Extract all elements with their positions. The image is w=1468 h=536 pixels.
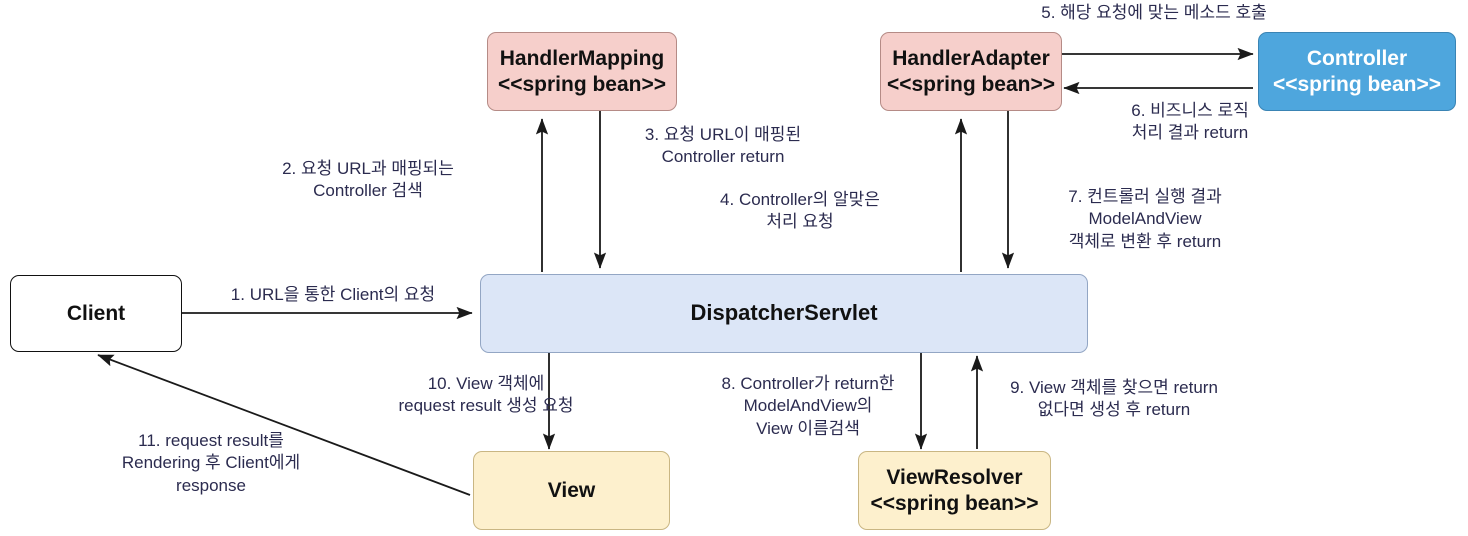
label-step-9: 9. View 객체를 찾으면 return 없다면 생성 후 return (1010, 378, 1218, 420)
label-step-7: 7. 컨트롤러 실행 결과 ModelAndView 객체로 변환 후 retu… (1068, 187, 1222, 251)
node-handler-adapter-title: HandlerAdapter (892, 46, 1050, 70)
label-step-4: 4. Controller의 알맞은 처리 요청 (720, 190, 880, 232)
node-dispatcher-servlet-label: DispatcherServlet (690, 300, 878, 326)
node-view-resolver-title: ViewResolver (886, 465, 1023, 489)
node-controller-title: Controller (1306, 46, 1408, 70)
node-controller[interactable]: Controller <<spring bean>> (1258, 32, 1456, 111)
node-client-label: Client (66, 301, 126, 325)
label-step-6: 6. 비즈니스 로직 처리 결과 return (1131, 101, 1249, 143)
node-view-label: View (547, 478, 596, 502)
label-step-11: 11. request result를 Rendering 후 Client에게… (121, 431, 301, 495)
node-client[interactable]: Client (10, 275, 182, 352)
label-step-3: 3. 요청 URL이 매핑된 Controller return (644, 125, 802, 167)
label-step-2: 2. 요청 URL과 매핑되는 Controller 검색 (282, 159, 454, 201)
node-handler-mapping-title: HandlerMapping (499, 46, 665, 70)
label-step-10: 10. View 객체에 request result 생성 요청 (398, 374, 574, 416)
node-handler-adapter-stereotype: <<spring bean>> (886, 72, 1056, 96)
node-view-resolver[interactable]: ViewResolver <<spring bean>> (858, 451, 1051, 530)
label-step-8: 8. Controller가 return한 ModelAndView의 Vie… (721, 374, 895, 438)
node-controller-stereotype: <<spring bean>> (1272, 72, 1442, 96)
node-handler-adapter[interactable]: HandlerAdapter <<spring bean>> (880, 32, 1062, 111)
node-handler-mapping[interactable]: HandlerMapping <<spring bean>> (487, 32, 677, 111)
label-step-1: 1. URL을 통한 Client의 요청 (230, 285, 436, 304)
label-step-5: 5. 해당 요청에 맞는 메소드 호출 (1041, 3, 1267, 22)
node-view[interactable]: View (473, 451, 670, 530)
node-view-resolver-stereotype: <<spring bean>> (870, 491, 1039, 515)
node-dispatcher-servlet[interactable]: DispatcherServlet (480, 274, 1088, 353)
node-handler-mapping-stereotype: <<spring bean>> (497, 72, 667, 96)
